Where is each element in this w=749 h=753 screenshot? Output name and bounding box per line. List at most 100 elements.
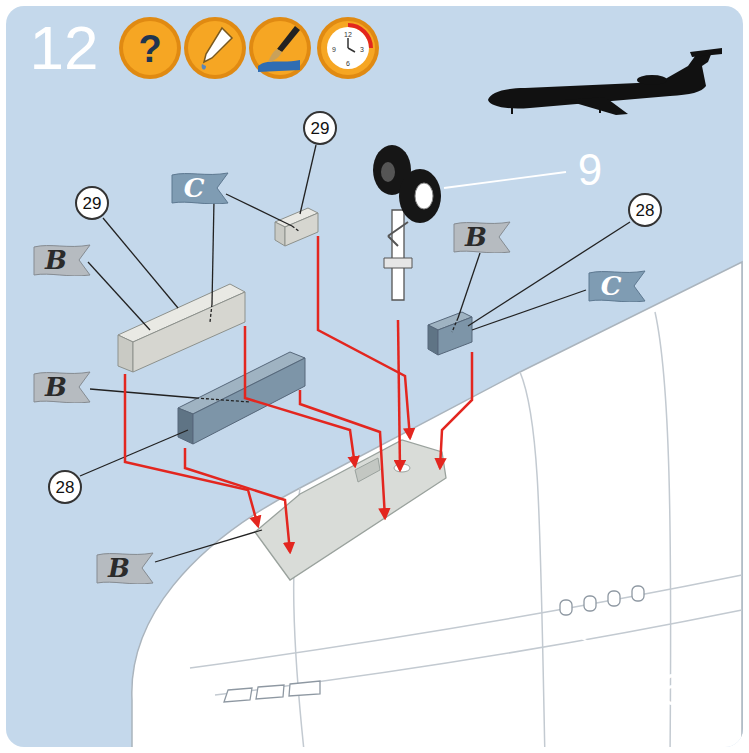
paint-code: B	[465, 224, 487, 250]
window	[256, 685, 284, 699]
callout-number: 28	[636, 202, 655, 219]
glue-tube	[204, 28, 232, 62]
assembly-arrow	[185, 448, 290, 552]
clock-number: 12	[344, 31, 352, 38]
paint-code: C	[601, 273, 622, 299]
window	[224, 688, 252, 702]
part-number: 9	[578, 148, 602, 192]
leader-line	[452, 318, 458, 332]
material-flag: B	[33, 371, 91, 403]
part-number: 6	[660, 668, 684, 712]
aircraft-silhouette	[488, 48, 722, 115]
leader-lines	[80, 145, 630, 562]
callout-circle: 28	[48, 470, 82, 504]
gear-hub	[415, 183, 433, 209]
clock-number: 9	[332, 46, 336, 53]
help-mark: ?	[138, 30, 161, 68]
part-29-large	[118, 284, 245, 372]
material-flag: B	[453, 221, 511, 253]
paint-code: B	[45, 247, 67, 273]
silhouette-wing	[565, 97, 628, 115]
silhouette-tail	[690, 48, 722, 57]
clock-number: 6	[346, 60, 350, 67]
leader-line	[80, 430, 188, 476]
recess-step	[355, 458, 380, 482]
flag-outline	[589, 271, 645, 302]
part-face	[428, 325, 438, 355]
landing-gear-9	[373, 145, 441, 300]
step-icons	[119, 17, 379, 79]
panel-line	[520, 372, 545, 747]
leader-line	[88, 262, 150, 330]
assembly-arrow	[125, 374, 258, 526]
gear-hole	[394, 464, 410, 472]
assembly-arrow	[398, 320, 400, 470]
callout-number: 28	[56, 479, 75, 496]
part-28-long	[178, 352, 305, 444]
part-face	[275, 222, 285, 246]
glue-drop	[202, 64, 206, 70]
part-face	[285, 213, 318, 246]
leader-line	[444, 172, 566, 188]
white-leaders	[444, 172, 652, 676]
paint-code: B	[108, 555, 130, 581]
leader-line	[196, 398, 250, 402]
cabin-windows	[560, 586, 644, 615]
flag-outline	[34, 245, 90, 276]
leader-line	[90, 389, 196, 398]
material-flag: B	[96, 552, 154, 584]
part-face	[178, 408, 193, 444]
flag-outline	[34, 372, 90, 403]
leader-line	[458, 253, 480, 318]
assembly-arrow	[300, 390, 385, 518]
gear-link	[388, 222, 408, 246]
material-flag: C	[588, 270, 646, 302]
callout-number: 29	[83, 195, 102, 212]
gear-wheel	[399, 169, 441, 223]
leader-line	[103, 218, 178, 308]
callout-circle: 29	[303, 111, 337, 145]
clock-hands	[348, 38, 355, 52]
clock-face	[327, 27, 369, 69]
help-icon	[123, 21, 177, 75]
part-28-small	[428, 312, 472, 355]
gear-hub	[381, 162, 395, 182]
material-flag: B	[33, 244, 91, 276]
paint-code: C	[184, 175, 205, 201]
part-face	[118, 335, 133, 372]
cockpit-recess	[255, 440, 446, 580]
icon-ring	[317, 17, 379, 79]
window	[608, 591, 620, 606]
leader-line	[226, 194, 292, 226]
assembly-arrows	[125, 236, 472, 552]
panel-line	[190, 575, 742, 668]
paint-code: B	[45, 374, 67, 400]
leader-line	[210, 304, 212, 322]
leader-line	[570, 632, 652, 676]
window	[560, 600, 572, 615]
silhouette-engine	[637, 75, 667, 85]
glue-icon	[188, 21, 242, 75]
leader-line	[292, 226, 300, 232]
gear-strut	[392, 210, 404, 300]
leader-line	[300, 145, 316, 214]
assembly-arrow	[318, 236, 410, 438]
brush-handle	[277, 26, 300, 52]
window	[584, 596, 596, 611]
icon-ring	[184, 17, 246, 79]
gear-collar	[384, 258, 412, 268]
icon-ring	[249, 17, 311, 79]
window	[632, 586, 644, 601]
leader-line	[212, 200, 214, 304]
flag-outline	[454, 222, 510, 253]
material-flag: C	[171, 172, 229, 204]
callout-circle: 29	[75, 186, 109, 220]
brush-tip	[268, 49, 282, 62]
assembly-arrow	[440, 352, 472, 468]
window	[289, 681, 320, 696]
cockpit-windows	[224, 681, 320, 702]
clock-icon	[321, 21, 375, 75]
flag-outline	[97, 553, 153, 584]
